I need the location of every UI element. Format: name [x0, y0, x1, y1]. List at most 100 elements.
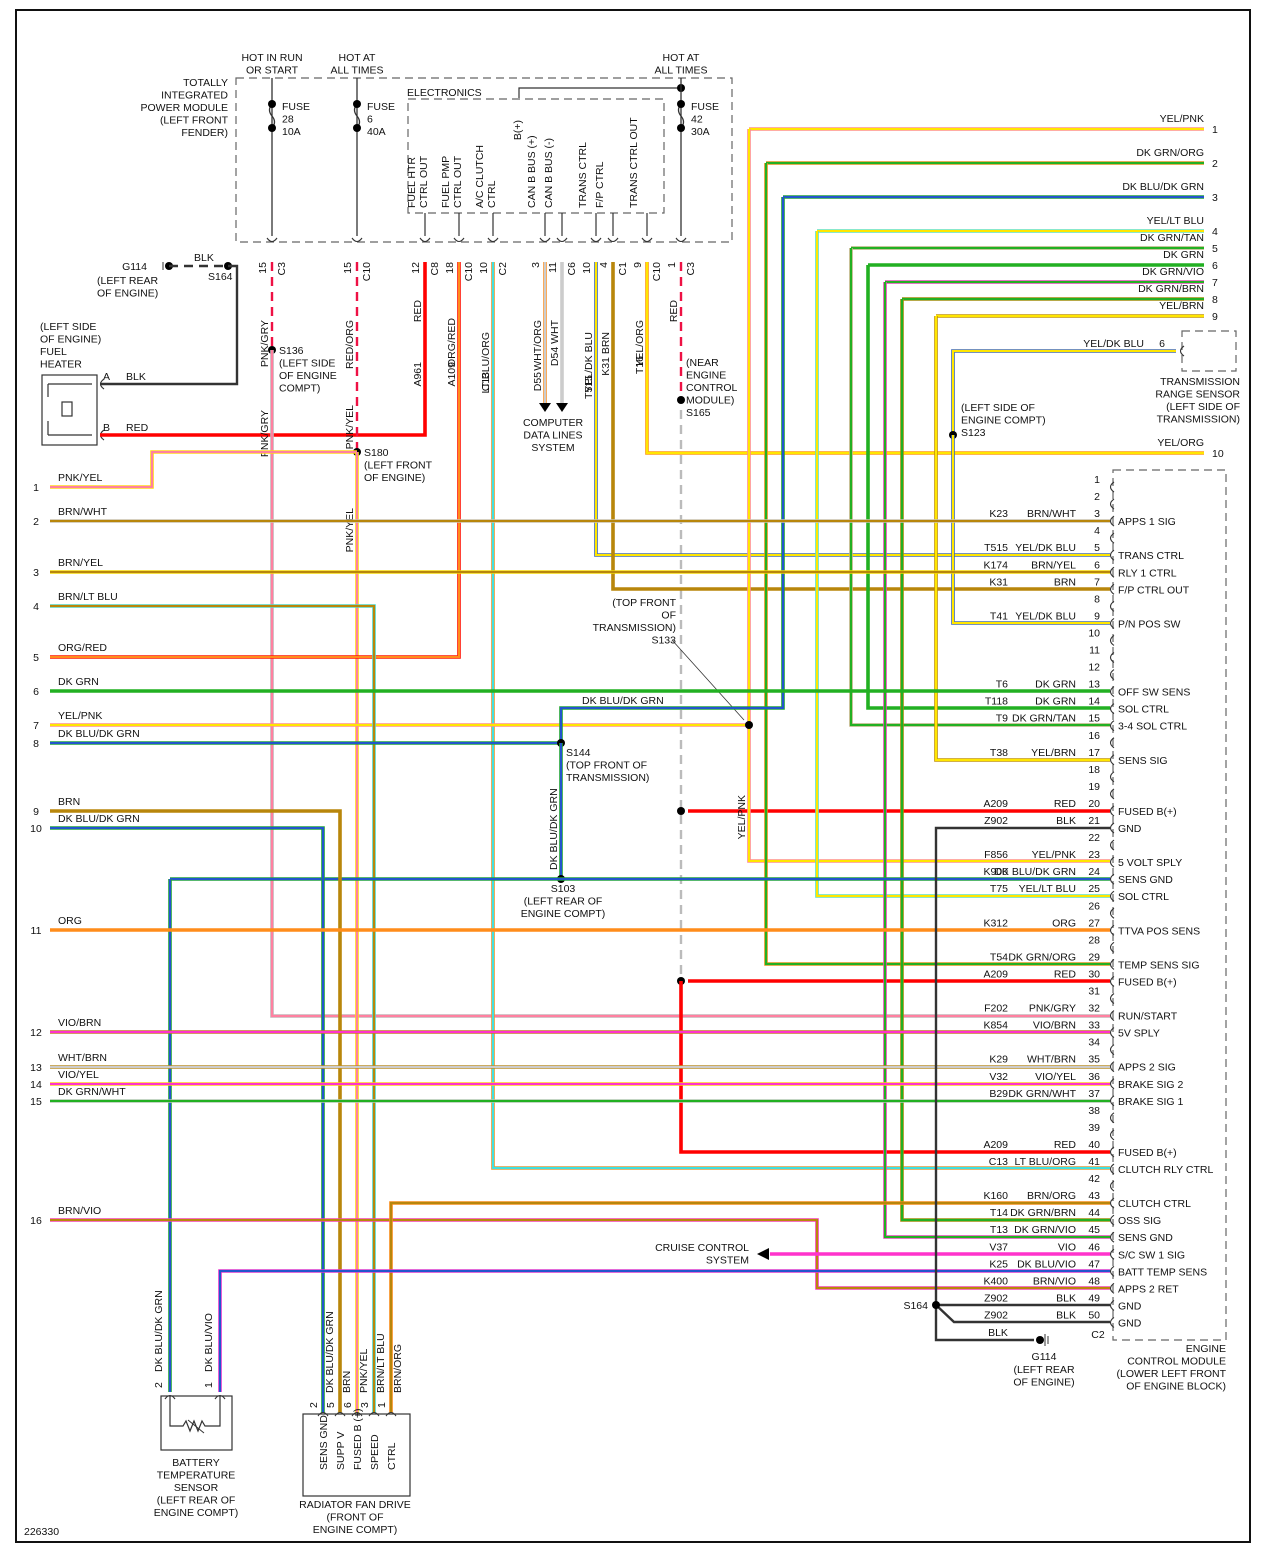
harness-pin-number: 7: [1212, 277, 1218, 289]
harness-pin-number: 5: [1212, 243, 1218, 255]
pin-number: 4: [598, 262, 610, 268]
wire-label: BRN/ORG: [392, 1344, 404, 1393]
wire-a961: [100, 262, 427, 437]
wire-label: RED: [668, 300, 680, 323]
harness-pin-number: 7: [33, 720, 39, 732]
ecm-pin-function: APPS 2 SIG: [1118, 1062, 1176, 1074]
output-label: FUEL HTR: [406, 157, 418, 208]
ecm-pin-function: RLY 1 CTRL: [1118, 567, 1177, 579]
wire-t16: [645, 262, 1204, 455]
connector-pin: [1109, 907, 1115, 919]
output-label: TRANS CTRL OUT: [628, 117, 640, 208]
wire-a209-40: [679, 981, 1110, 1154]
ecm-wire-label: BLK: [1056, 1292, 1076, 1304]
ground-location: (LEFT REAR: [1013, 1364, 1074, 1376]
heater-element: [47, 383, 92, 436]
ecm-circuit-label: K31: [989, 576, 1008, 588]
diagram-frame: [15, 9, 1251, 1543]
connector-pin: [1109, 1112, 1115, 1124]
harness-pin-number: 13: [30, 1062, 42, 1074]
connector-pin: [1109, 652, 1115, 663]
ecm-pin-number: 23: [1088, 849, 1100, 861]
ecm-pin-number: 10: [1088, 627, 1100, 639]
ecm-pin-number: 16: [1088, 730, 1100, 742]
ecm-pin-function: TTVA POS SENS: [1118, 925, 1200, 937]
ecm-wire-label: ORG: [1052, 917, 1076, 929]
ecm-circuit-label: A209: [983, 1139, 1008, 1151]
trs-label: RANGE SENSOR: [1155, 389, 1240, 401]
tipm-label: INTEGRATED: [161, 90, 228, 102]
connector-id: C10: [463, 262, 475, 281]
wire-lh4: [50, 604, 376, 1413]
connector-pin: [351, 1411, 363, 1417]
connector-pin: [317, 1411, 329, 1417]
output-label: TRANS CTRL: [577, 142, 589, 208]
connector-pin: [1109, 771, 1115, 783]
pin-number: 15: [342, 262, 354, 274]
trs-label: TRANSMISSION: [1160, 376, 1240, 388]
wire-label: BRN/LT BLU: [375, 1333, 387, 1393]
pin-number: 9: [632, 262, 644, 268]
ecm-pin-function: P/N POS SW: [1118, 618, 1181, 630]
fuse-label: FUSE: [367, 101, 395, 113]
connector-pin: [1109, 1078, 1115, 1090]
wire-k25: [218, 1269, 1110, 1392]
output-label: CTRL OUT: [452, 155, 464, 208]
wire-t515: [594, 262, 1110, 557]
ecm-pin-number: 5: [1094, 542, 1100, 554]
connector-id: C2: [497, 262, 509, 276]
circuit-label: A109: [446, 362, 458, 387]
fuse-label: FUSE: [282, 101, 310, 113]
harness-pin-number: 8: [1212, 294, 1218, 306]
feed-title: OR START: [246, 65, 299, 77]
fuel-heater-label: OF ENGINE): [40, 334, 101, 346]
ecm-circuit-label: K174: [983, 559, 1008, 571]
connector-pin: [1109, 924, 1115, 936]
circuit-label: T515: [583, 375, 595, 399]
wire-t9: [849, 248, 1110, 727]
connector-pin: [1109, 1299, 1115, 1311]
connector-pin: [1109, 1180, 1115, 1192]
arrow-down-icon: [539, 403, 551, 412]
connector-pin: [1109, 839, 1115, 851]
harness-pin-number: 6: [33, 686, 39, 698]
circuit-label: A961: [412, 362, 424, 387]
pin-number: 1: [203, 1382, 215, 1388]
ecm-wire-label: VIO/BRN: [1033, 1020, 1076, 1032]
connector-pin: [164, 1394, 176, 1400]
harness-pin-number: 6: [1212, 260, 1218, 272]
tipm-label: FENDER): [181, 127, 228, 139]
wire-label: ORG: [58, 915, 82, 927]
radiator-fan-drive-label: ENGINE COMPT): [313, 1524, 398, 1536]
splice-label: COMPT): [279, 383, 320, 395]
pin-letter: B: [103, 422, 110, 434]
connector-pin: [1109, 754, 1115, 766]
connector-pin: [1109, 873, 1115, 885]
connector-pin: [368, 1411, 380, 1417]
wire-label: DK GRN/VIO: [1142, 266, 1204, 278]
splice-label: (LEFT FRONT: [364, 460, 433, 472]
electronics-label: ELECTRONICS: [407, 87, 482, 99]
connector-pin: [641, 237, 653, 243]
harness-pin-number: 9: [1212, 311, 1218, 323]
connector-pin: [1109, 1061, 1115, 1073]
connector-pin: [1109, 788, 1115, 800]
wire-label: PNK/YEL: [344, 508, 356, 553]
ecm-pin-number: 17: [1088, 747, 1100, 759]
ecm-circuit-label: T41: [990, 610, 1008, 622]
pin-number: 18: [444, 262, 456, 274]
wire-label: DK BLU/DK GRN: [58, 728, 140, 740]
wire-c13: [491, 262, 1110, 1170]
ecm-wire-label: BRN: [1054, 576, 1076, 588]
wire-t14: [900, 299, 1110, 1222]
connector-pin: [590, 237, 602, 243]
ecm-pin-number: 36: [1088, 1071, 1100, 1083]
feed-title: HOT IN RUN: [241, 52, 302, 64]
pin-number: 6: [1159, 338, 1165, 350]
wire-label: PNK/YEL: [358, 1348, 370, 1393]
arrow-down-icon: [556, 403, 568, 412]
ecm-pin-function: SENS GND: [1118, 1232, 1173, 1244]
ecm-circuit-label: F856: [984, 849, 1008, 861]
tipm-box: [235, 77, 733, 243]
ecm-wire-label: BRN/VIO: [1033, 1275, 1076, 1287]
